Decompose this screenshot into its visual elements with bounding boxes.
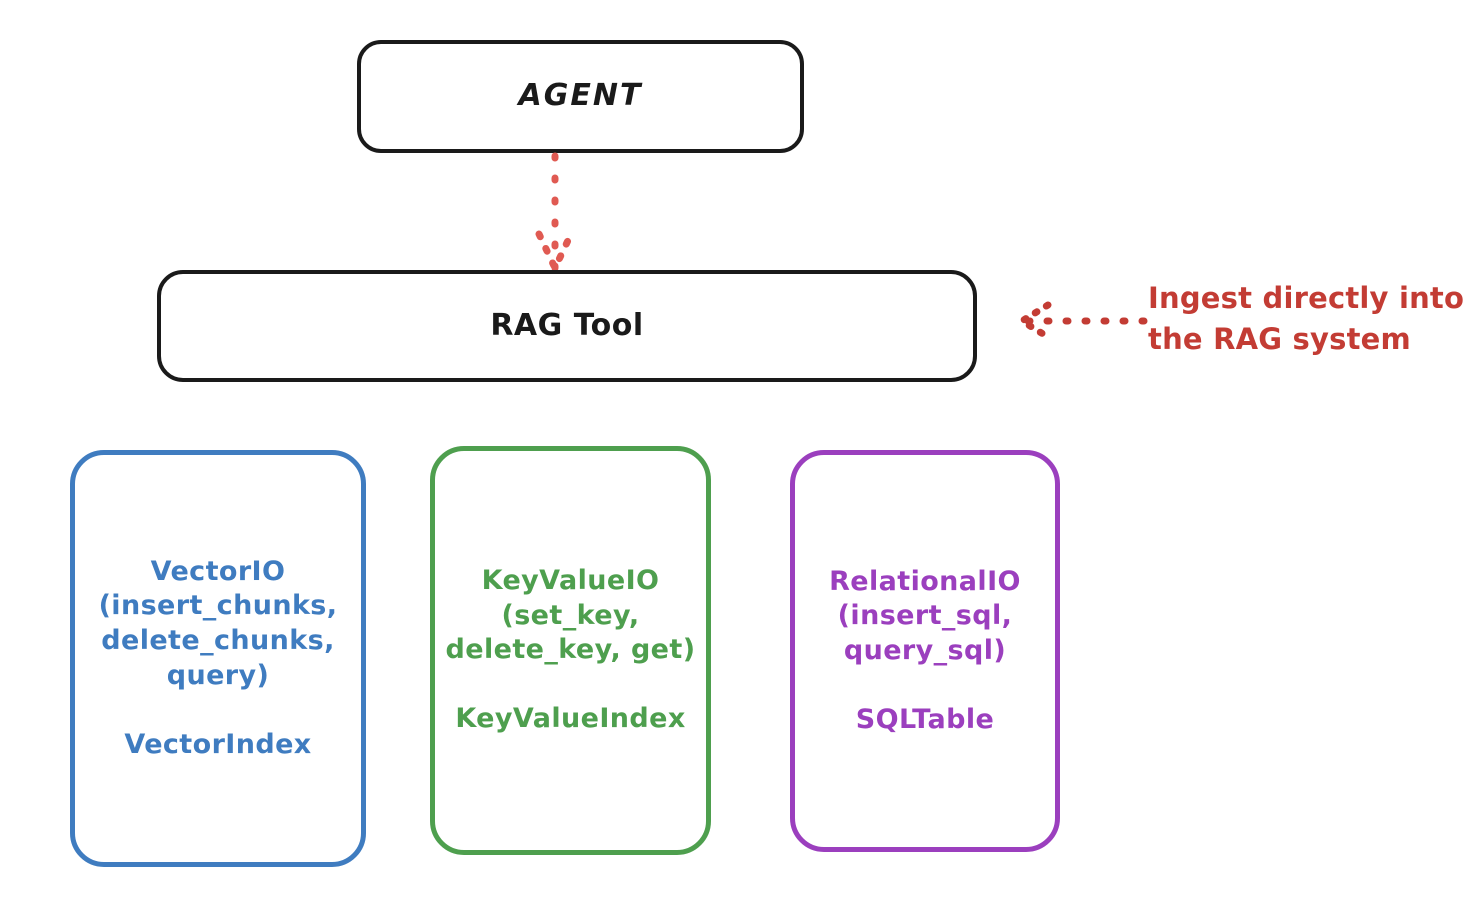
node-rag-tool[interactable]: RAG Tool — [157, 270, 977, 382]
node-relational-io[interactable]: RelationalIO (insert_sql, query_sql) SQL… — [790, 450, 1060, 852]
node-rag-tool-label: RAG Tool — [490, 307, 644, 343]
connector-agent-to-rag-tool — [535, 152, 575, 272]
node-vector-io-label: VectorIO (insert_chunks, delete_chunks, … — [98, 555, 338, 760]
node-key-value-io[interactable]: KeyValueIO (set_key, delete_key, get) Ke… — [430, 446, 711, 855]
ingest-arrow-icon — [1018, 301, 1148, 341]
annotation-ingest: Ingest directly into the RAG system — [1148, 281, 1465, 357]
node-relational-io-label: RelationalIO (insert_sql, query_sql) SQL… — [829, 565, 1021, 735]
node-vector-io[interactable]: VectorIO (insert_chunks, delete_chunks, … — [70, 450, 366, 867]
arrowhead-down-icon — [535, 230, 575, 272]
node-key-value-io-label: KeyValueIO (set_key, delete_key, get) Ke… — [445, 565, 696, 735]
arrowhead-left-icon — [1018, 301, 1052, 341]
node-agent[interactable]: AGENT — [357, 40, 804, 153]
node-agent-label: AGENT — [518, 78, 643, 114]
